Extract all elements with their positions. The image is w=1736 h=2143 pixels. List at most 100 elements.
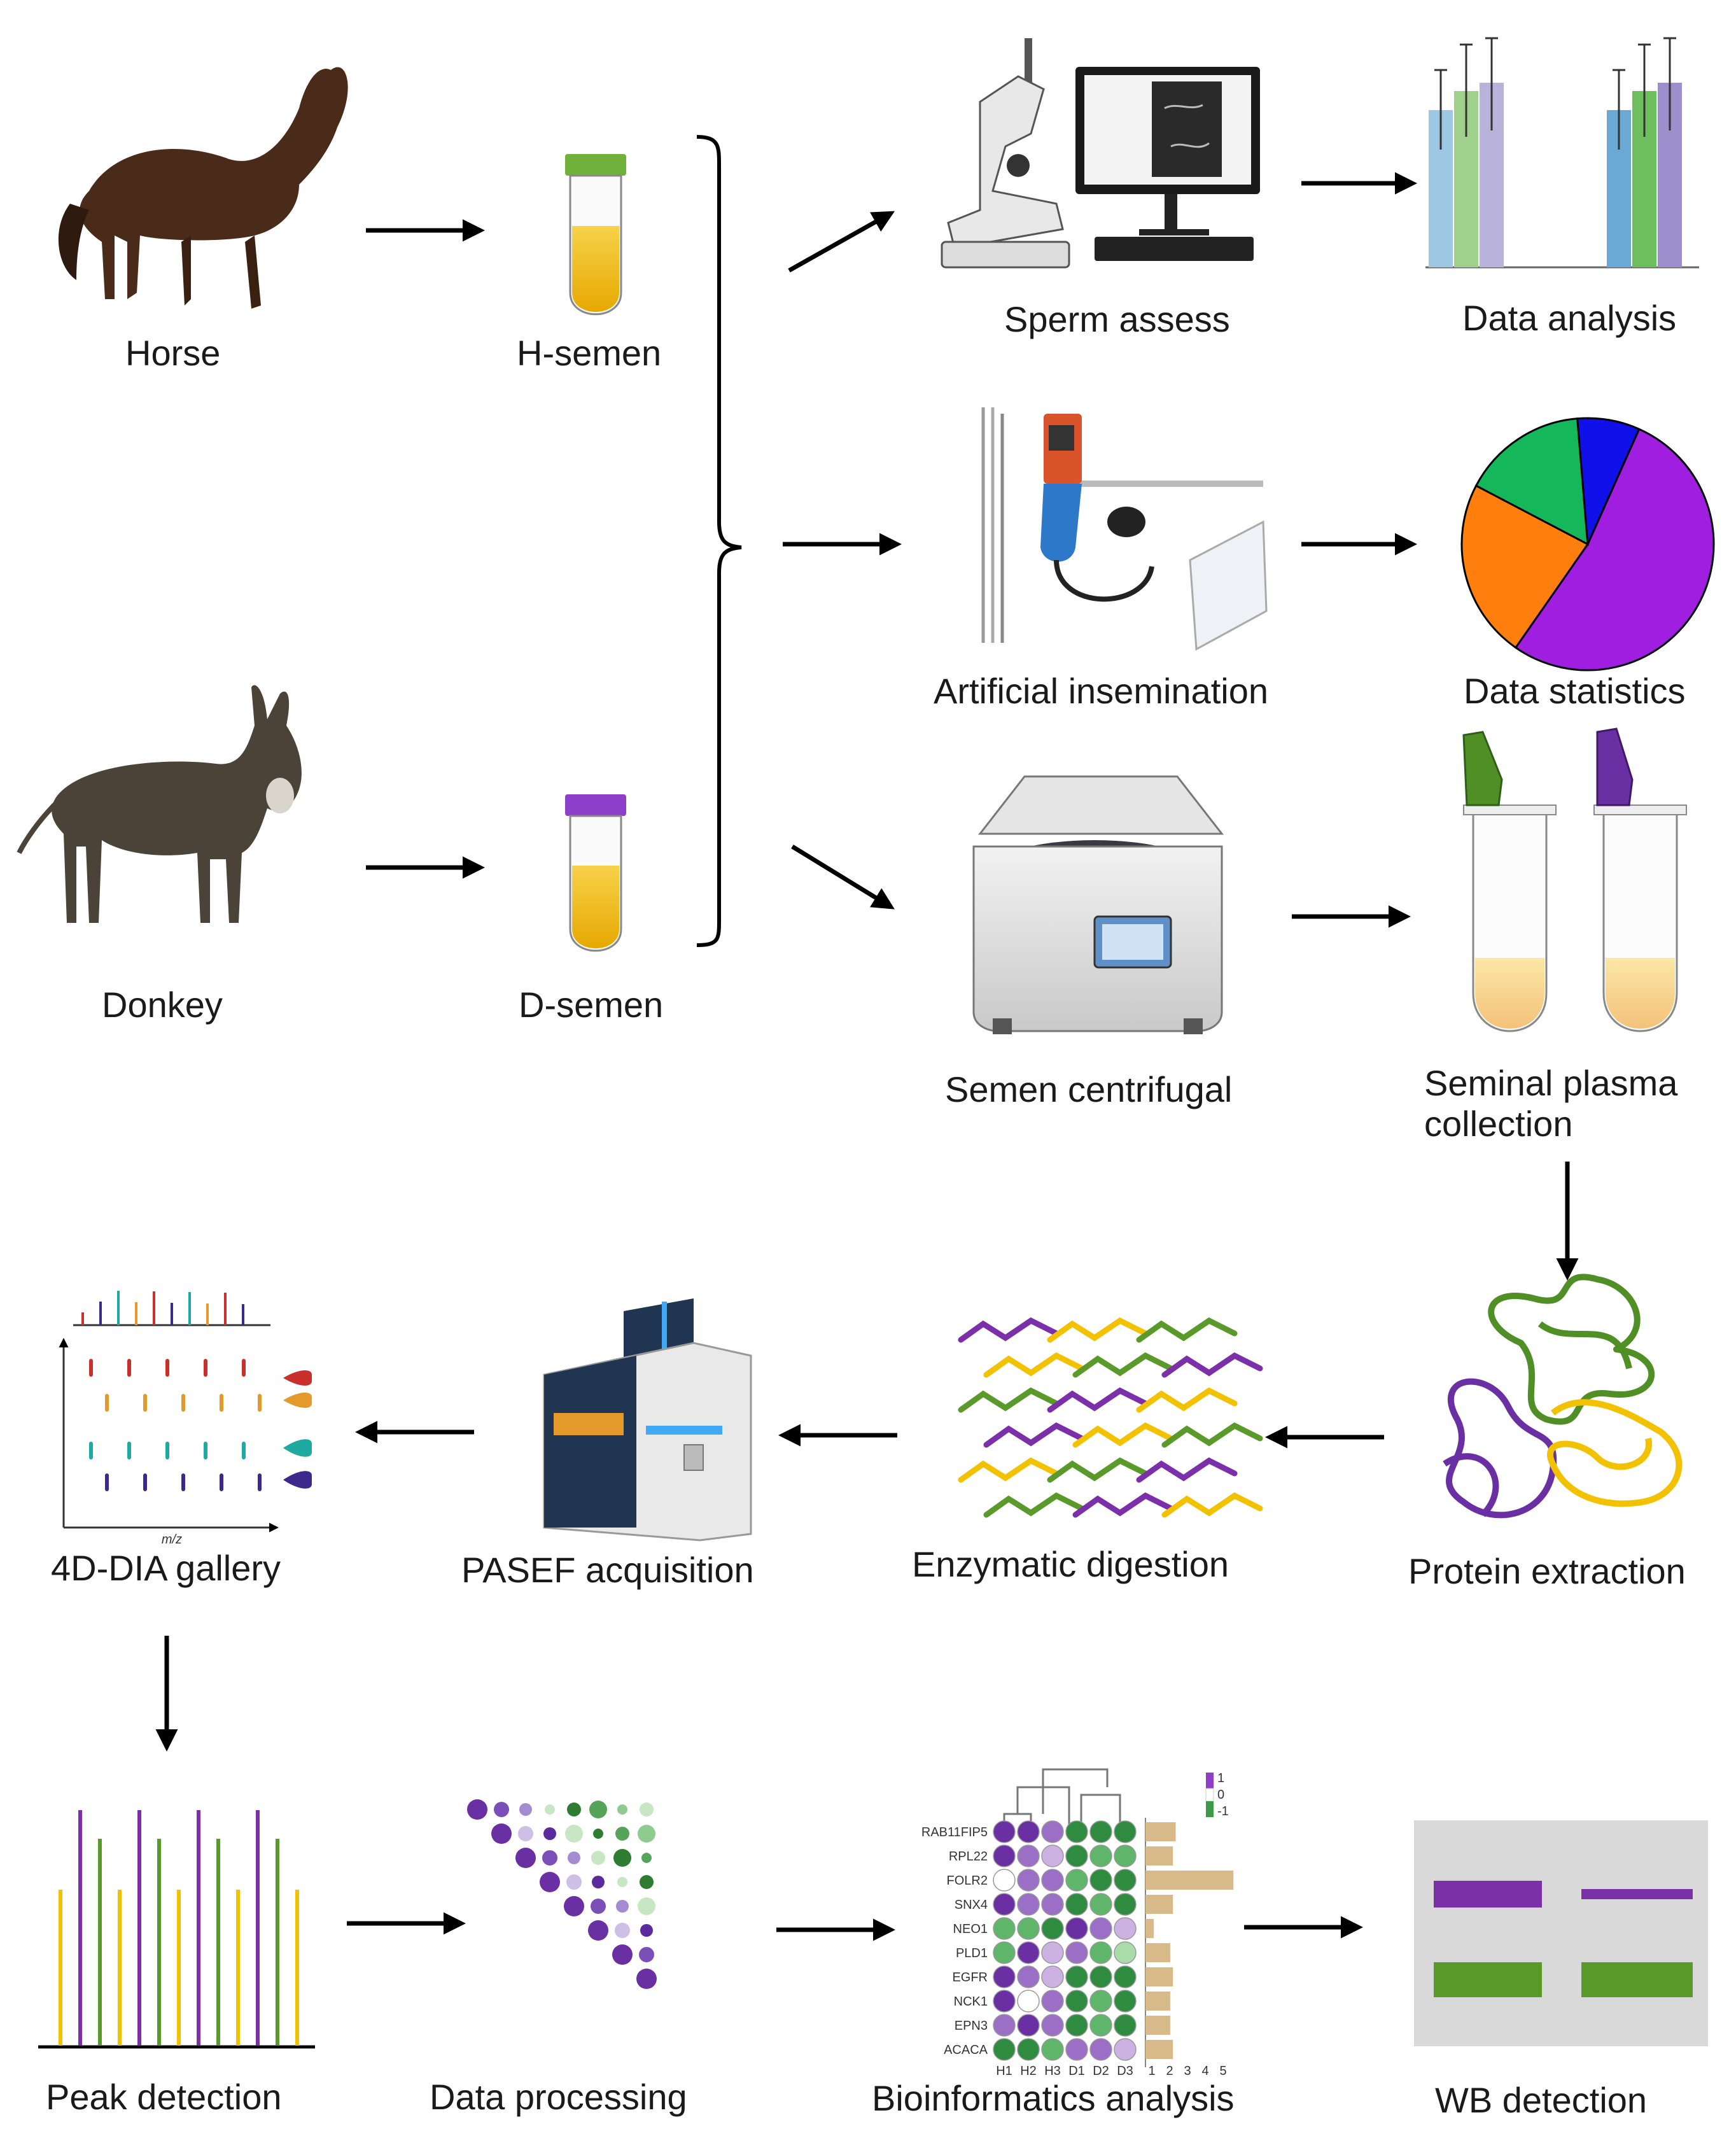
heatmap-bar xyxy=(1145,2016,1170,2035)
gallery-mark xyxy=(127,1442,131,1459)
label-bioinformatics-analysis: Bioinformatics analysis xyxy=(872,2078,1235,2118)
centrifuge-icon xyxy=(972,775,1224,1034)
heatmap-cell xyxy=(1017,1869,1040,1892)
label-pasef-acquisition: PASEF acquisition xyxy=(461,1550,754,1590)
corr-dot xyxy=(567,1802,581,1816)
label-sperm-assess: Sperm assess xyxy=(1004,299,1230,339)
corr-dot xyxy=(612,1944,633,1965)
wb-band-green-1 xyxy=(1434,1962,1542,1997)
error-bar-group-1 xyxy=(1429,37,1504,267)
corr-dot xyxy=(638,1897,655,1915)
corr-dot xyxy=(519,1803,532,1816)
peptide-fragment xyxy=(1047,1387,1149,1413)
error-bar-group-2 xyxy=(1607,37,1682,267)
label-dia-gallery: 4D-DIA gallery xyxy=(51,1548,281,1588)
corr-dot xyxy=(565,1825,583,1843)
heatmap-cell xyxy=(1041,1990,1064,2013)
heatmap-cell xyxy=(1065,2014,1088,2037)
gene-label: EGFR xyxy=(952,1971,988,1985)
heatmap-cell xyxy=(1065,1990,1088,2013)
gene-label: NCK1 xyxy=(954,1995,988,2009)
corr-dot xyxy=(615,1923,630,1938)
heatmap-cell xyxy=(1065,1893,1088,1916)
corr-dot xyxy=(616,1900,629,1913)
gene-label: RPL22 xyxy=(949,1850,988,1864)
gallery-mark xyxy=(127,1359,131,1377)
label-artificial-insemination: Artificial insemination xyxy=(934,671,1268,711)
peak-chart-icon xyxy=(38,1810,315,2049)
gene-label: PLD1 xyxy=(956,1946,988,1960)
donkey-photo xyxy=(17,685,302,923)
label-horse: Horse xyxy=(125,333,221,373)
gallery-mark xyxy=(242,1359,246,1377)
bar-axis-tick: 4 xyxy=(1201,2064,1208,2078)
corr-dot xyxy=(591,1899,606,1914)
heatmap-bar xyxy=(1145,1943,1170,1962)
legend-tick: -1 xyxy=(1217,1804,1229,1818)
heatmap-cell xyxy=(1041,1965,1064,1988)
corr-dot xyxy=(518,1826,533,1841)
corr-dot xyxy=(588,1920,608,1941)
corr-dot xyxy=(494,1802,509,1817)
gallery-mark xyxy=(258,1394,262,1412)
heatmap-cell xyxy=(1114,1917,1137,1940)
sample-label: H1 xyxy=(996,2064,1012,2078)
corr-dot xyxy=(589,1801,607,1818)
label-peak-detection: Peak detection xyxy=(46,2077,282,2117)
label-wb-detection: WB detection xyxy=(1435,2080,1648,2120)
heatmap-cell xyxy=(1017,1917,1040,1940)
corr-dot xyxy=(568,1851,580,1864)
peptide-fragment xyxy=(983,1352,1085,1378)
peptide-fragment xyxy=(1161,1492,1263,1518)
heatmap-cell xyxy=(1041,1820,1064,1843)
peptide-fragment xyxy=(1136,1387,1238,1413)
heatmap-cell xyxy=(1041,2038,1064,2061)
gallery-mark xyxy=(165,1359,169,1377)
pie-chart-icon xyxy=(1460,417,1715,671)
heatmap-cell xyxy=(1017,1820,1040,1843)
heatmap-cell xyxy=(993,2038,1016,2061)
gene-label: EPN3 xyxy=(955,2019,988,2033)
heatmap-cell xyxy=(1041,2014,1064,2037)
gallery-mark xyxy=(181,1473,185,1491)
peptide-fragment xyxy=(983,1492,1085,1518)
peptide-fragment xyxy=(1047,1317,1149,1343)
heatmap-cell xyxy=(1089,1893,1112,1916)
brace xyxy=(696,135,742,947)
bar-axis-tick: 2 xyxy=(1166,2064,1173,2078)
corr-dot xyxy=(515,1848,536,1868)
peptide-fragment xyxy=(1136,1317,1238,1343)
heatmap-cell xyxy=(1089,1844,1112,1867)
peptide-fragment xyxy=(958,1317,1060,1343)
corr-dot xyxy=(636,1969,657,1989)
peptide-fragment xyxy=(1161,1352,1263,1378)
heatmap-cell xyxy=(1065,2038,1088,2061)
gene-label: NEO1 xyxy=(953,1922,988,1936)
heatmap-cell xyxy=(1114,2038,1137,2061)
label-enzymatic-digestion: Enzymatic digestion xyxy=(912,1544,1229,1584)
corr-dot xyxy=(491,1823,512,1844)
horse-photo xyxy=(58,67,348,309)
heatmap-cell xyxy=(1041,1941,1064,1964)
heatmap-bar xyxy=(1145,1846,1173,1865)
heatmap-bar xyxy=(1145,1919,1154,1938)
peptide-fragment xyxy=(1072,1352,1174,1378)
gallery-mark xyxy=(89,1359,93,1377)
heatmap-cell xyxy=(1114,1965,1137,1988)
heatmap-cell xyxy=(1017,1844,1040,1867)
label-d-semen: D-semen xyxy=(519,985,664,1025)
heatmap-cell xyxy=(993,1869,1016,1892)
heatmap-cell xyxy=(993,1990,1016,2013)
peptide-fragment xyxy=(958,1387,1060,1413)
label-data-analysis: Data analysis xyxy=(1462,298,1677,338)
corr-dot xyxy=(640,1802,654,1816)
corr-dot xyxy=(617,1877,627,1887)
gene-label: FOLR2 xyxy=(947,1874,988,1888)
heatmap-cell xyxy=(1017,1941,1040,1964)
sample-label: H2 xyxy=(1020,2064,1037,2078)
pie-slice xyxy=(1460,484,1590,649)
heatmap-cell xyxy=(1089,1820,1112,1843)
bar-axis-tick: 1 xyxy=(1148,2064,1155,2078)
